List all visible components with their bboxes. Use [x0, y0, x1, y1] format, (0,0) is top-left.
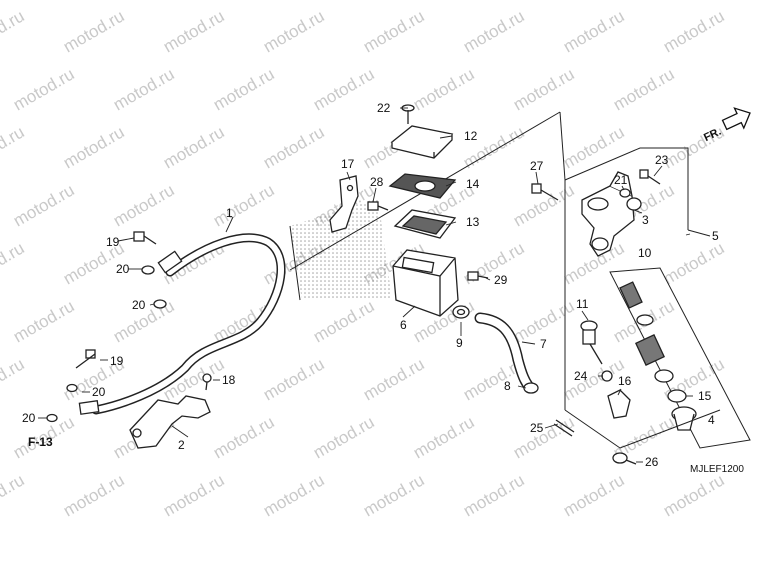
front-direction-label: FR. — [702, 126, 723, 144]
label-part-29: 29 — [494, 273, 508, 287]
part-29-bolt — [467, 271, 489, 281]
part-5-master-cylinder — [581, 171, 635, 257]
bracket-silhouette — [290, 198, 392, 300]
part-3-joint — [626, 197, 642, 211]
label-part-25: 25 — [530, 421, 544, 435]
label-part-22: 22 — [377, 101, 391, 115]
part-25-cotter-pin — [553, 419, 575, 437]
label-part-28: 28 — [370, 175, 384, 189]
label-part-23: 23 — [655, 153, 669, 167]
label-part-12: 12 — [464, 129, 478, 143]
label-part-19-upper: 19 — [106, 235, 120, 249]
part-24-nut — [601, 370, 613, 382]
label-part-6: 6 — [400, 318, 407, 332]
part-12-reservoir-cap — [390, 125, 454, 159]
part-14-diaphragm — [388, 173, 457, 199]
part-2-hose-bracket — [129, 395, 211, 449]
part-6-reservoir — [392, 249, 459, 317]
part-number-labels: 1 2 3 4 5 6 7 8 9 10 11 12 13 14 15 16 1… — [22, 101, 719, 469]
part-1-hose — [78, 233, 286, 415]
label-part-5: 5 — [712, 229, 719, 243]
front-arrow-icon — [721, 107, 751, 131]
part-21-oring — [619, 188, 631, 198]
label-part-20-a: 20 — [116, 262, 130, 276]
part-26-joint-pin — [612, 452, 637, 465]
label-part-13: 13 — [466, 215, 480, 229]
reference-f13: F-13 — [28, 435, 53, 449]
label-part-21: 21 — [614, 173, 628, 187]
part-10-piston-kit-frame — [609, 267, 751, 449]
part-20-washers — [46, 265, 167, 423]
label-part-11: 11 — [576, 297, 589, 311]
lower-assembly-lines — [564, 409, 721, 449]
part-17-stay — [329, 175, 359, 233]
part-10-piston-kit — [619, 281, 674, 383]
label-part-10: 10 — [638, 246, 652, 260]
part-18-bolt — [202, 373, 212, 391]
part-5-group-outline — [564, 147, 711, 410]
part-7-reservoir-hose — [474, 312, 536, 394]
label-part-20-b: 20 — [132, 298, 146, 312]
label-part-18: 18 — [222, 373, 236, 387]
diagram-code: MJLEF1200 — [690, 464, 744, 475]
part-8-clip — [523, 382, 539, 394]
part-13-diaphragm-plate — [393, 209, 457, 239]
label-part-7: 7 — [540, 337, 547, 351]
label-part-3: 3 — [642, 213, 649, 227]
label-part-1: 1 — [226, 206, 233, 220]
part-19-bolt-upper — [133, 231, 157, 245]
front-direction-indicator: FR. — [702, 107, 751, 144]
part-27-bolt — [531, 183, 559, 201]
part-16-joint-clevis — [607, 389, 631, 419]
part-19-bolt-lower — [75, 349, 96, 369]
part-11-push-rod — [580, 320, 603, 365]
label-part-16: 16 — [618, 374, 632, 388]
label-part-27: 27 — [530, 159, 544, 173]
label-part-20-d: 20 — [22, 411, 36, 425]
part-23-screw — [639, 169, 661, 185]
reference-label: F-13 — [28, 435, 53, 449]
leader-lines — [38, 107, 693, 463]
label-part-9: 9 — [456, 336, 463, 350]
part-9-clip — [452, 305, 470, 319]
label-part-4: 4 — [708, 413, 715, 427]
part-15-boot — [667, 389, 687, 403]
label-part-17: 17 — [341, 157, 355, 171]
label-part-15: 15 — [698, 389, 712, 403]
label-part-19-lower: 19 — [110, 354, 124, 368]
label-part-20-c: 20 — [92, 385, 106, 399]
label-part-14: 14 — [466, 177, 480, 191]
label-part-26: 26 — [645, 455, 659, 469]
label-part-2: 2 — [178, 438, 185, 452]
part-28-bolt — [367, 201, 389, 211]
label-part-24: 24 — [574, 369, 588, 383]
label-part-8: 8 — [504, 379, 511, 393]
